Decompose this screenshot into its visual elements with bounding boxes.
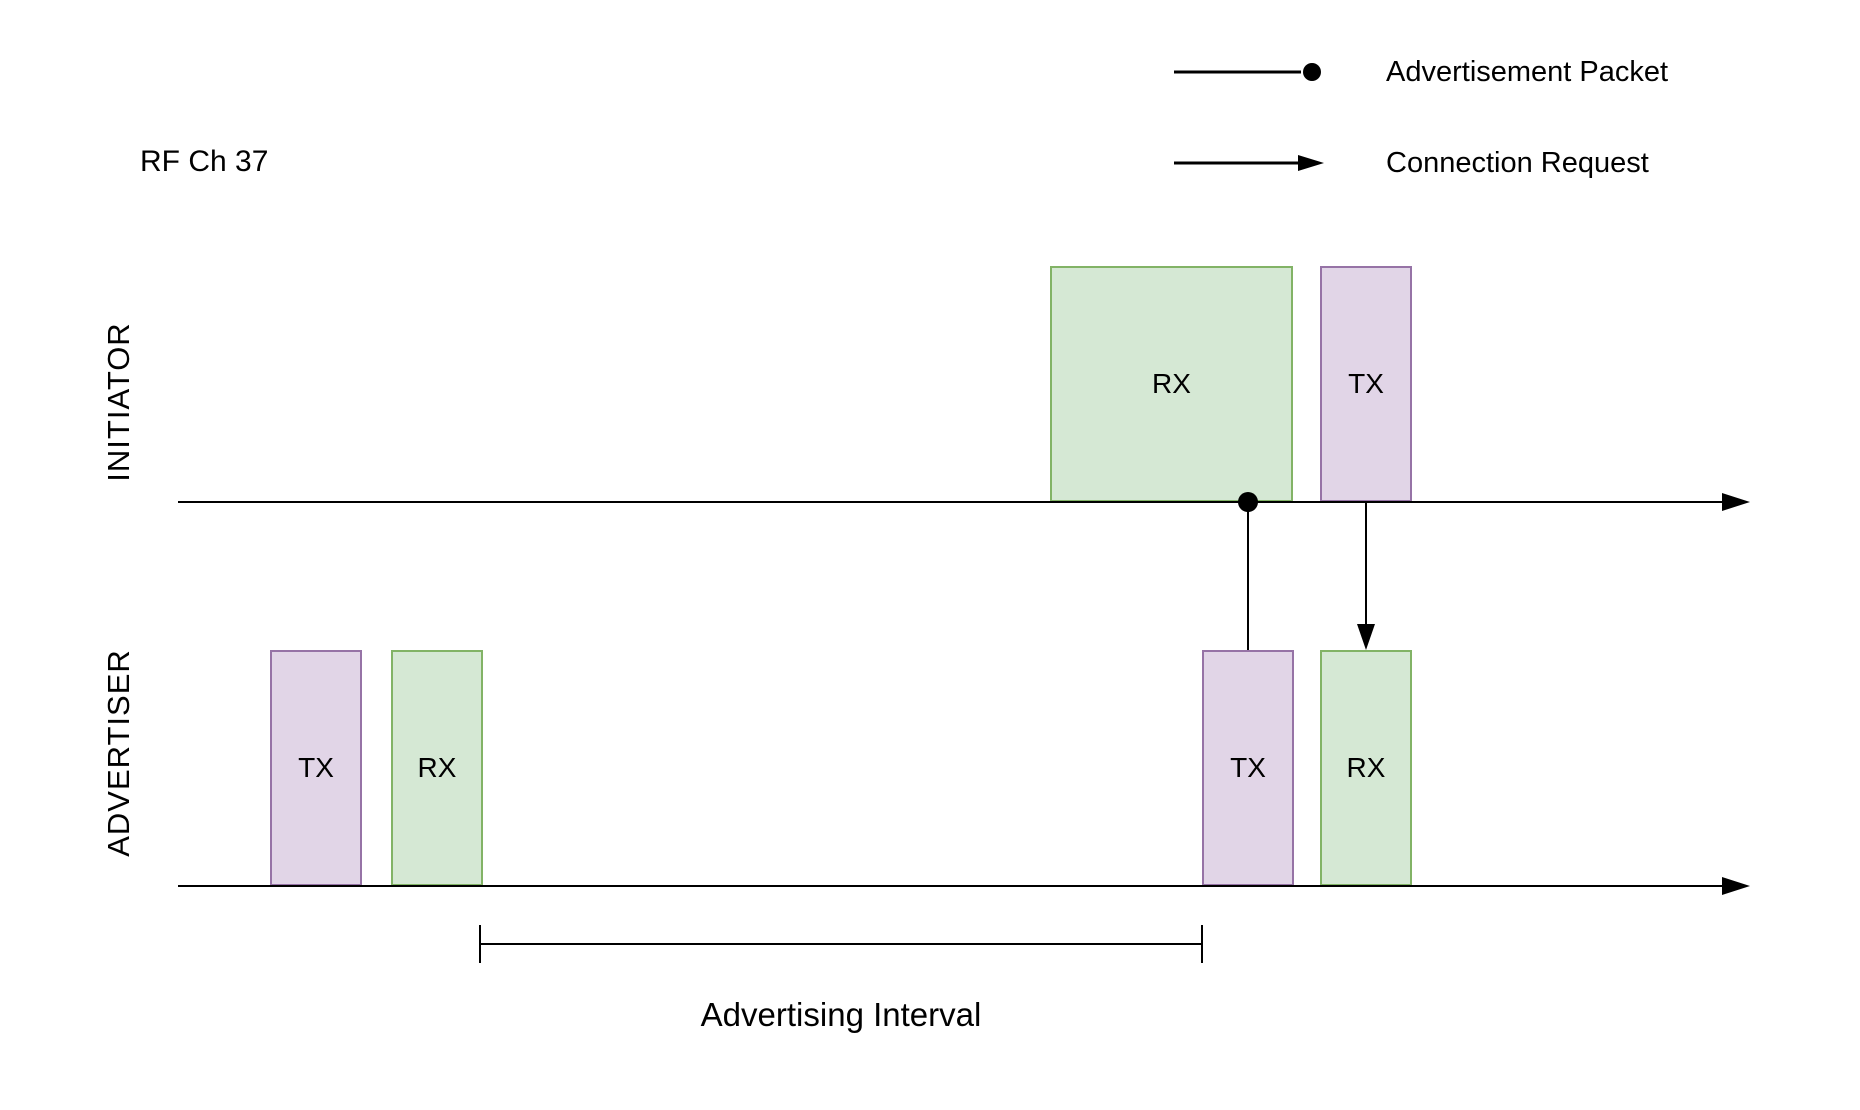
advertising-interval-bracket (479, 925, 1203, 963)
advertiser-rx-box-1: RX (391, 650, 483, 886)
initiator-rx-label: RX (1152, 368, 1191, 399)
lane-label-advertiser: ADVERTISER (101, 649, 136, 857)
legend-label-connection-request: Connection Request (1386, 146, 1649, 179)
initiator-rx-box: RX (1050, 266, 1293, 502)
connection-request-arrow (1357, 502, 1375, 650)
legend-label-advertisement-packet: Advertisement Packet (1386, 55, 1669, 88)
channel-label: RF Ch 37 (140, 145, 269, 178)
initiator-timeline-arrowhead-icon (1722, 493, 1750, 511)
advertiser-rx-box-2: RX (1320, 650, 1412, 886)
advertisement-packet-connector (1238, 492, 1258, 650)
lane-label-initiator: INITIATOR (101, 322, 136, 482)
advertising-interval-label: Advertising Interval (700, 996, 982, 1033)
advertiser-tx-box-2: TX (1202, 650, 1294, 886)
advertiser-tx1-label: TX (298, 752, 334, 783)
connection-request-arrowhead-icon (1357, 624, 1375, 650)
advertiser-timeline-arrowhead-icon (1722, 877, 1750, 895)
advertiser-rx1-label: RX (417, 752, 457, 783)
initiator-tx-box: TX (1320, 266, 1412, 502)
advertiser-tx2-label: TX (1230, 752, 1266, 783)
advertiser-tx-box-1: TX (270, 650, 362, 886)
connection-request-marker-icon (1174, 155, 1324, 171)
legend-item-connection-request: Connection Request (1174, 143, 1649, 183)
initiator-timeline (178, 493, 1750, 511)
initiator-tx-label: TX (1348, 368, 1384, 399)
advertiser-rx2-label: RX (1346, 752, 1386, 783)
legend-item-advertisement-packet: Advertisement Packet (1174, 52, 1668, 92)
advertisement-packet-marker-icon (1174, 63, 1321, 81)
